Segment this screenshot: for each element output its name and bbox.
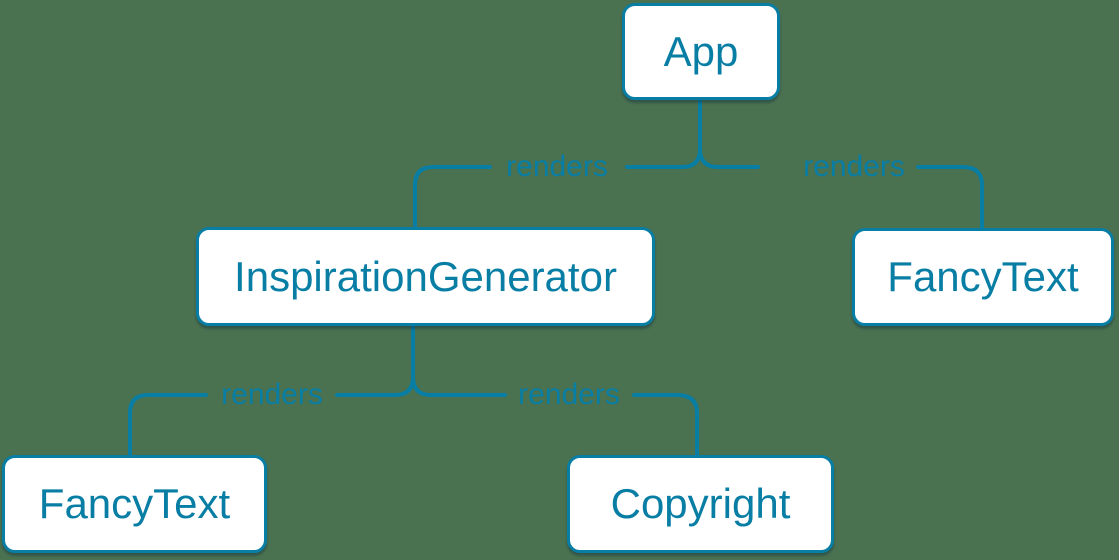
node-fancy-text-top-right-label: FancyText bbox=[887, 253, 1079, 300]
node-copyright: Copyright bbox=[567, 455, 834, 553]
edge-line bbox=[411, 375, 507, 397]
edge-label-renders: renders bbox=[221, 378, 323, 411]
node-app-label: App bbox=[663, 27, 739, 75]
node-fancy-text-top-right: FancyText bbox=[852, 228, 1114, 326]
edge-line bbox=[335, 324, 415, 397]
edge-label-renders: renders bbox=[803, 150, 905, 183]
edge-inspiration-generator-to-copyright bbox=[411, 375, 699, 457]
edge-line bbox=[698, 147, 760, 169]
edge-app-to-fancy-text-top-right bbox=[698, 147, 984, 230]
edge-line bbox=[632, 393, 699, 457]
node-fancy-text-bottom-left-label: FancyText bbox=[38, 480, 231, 527]
edge-line bbox=[128, 393, 208, 457]
node-inspiration-generator: InspirationGenerator bbox=[196, 227, 655, 326]
edge-line bbox=[916, 165, 984, 230]
node-inspiration-generator-label: InspirationGenerator bbox=[234, 252, 617, 300]
edge-label-renders: renders bbox=[518, 378, 620, 411]
node-app: App bbox=[622, 3, 780, 100]
edge-label-renders: renders bbox=[506, 150, 608, 183]
edge-line bbox=[625, 98, 702, 169]
edge-line bbox=[413, 165, 492, 229]
node-copyright-label: Copyright bbox=[610, 480, 791, 527]
node-fancy-text-bottom-left: FancyText bbox=[2, 455, 267, 553]
